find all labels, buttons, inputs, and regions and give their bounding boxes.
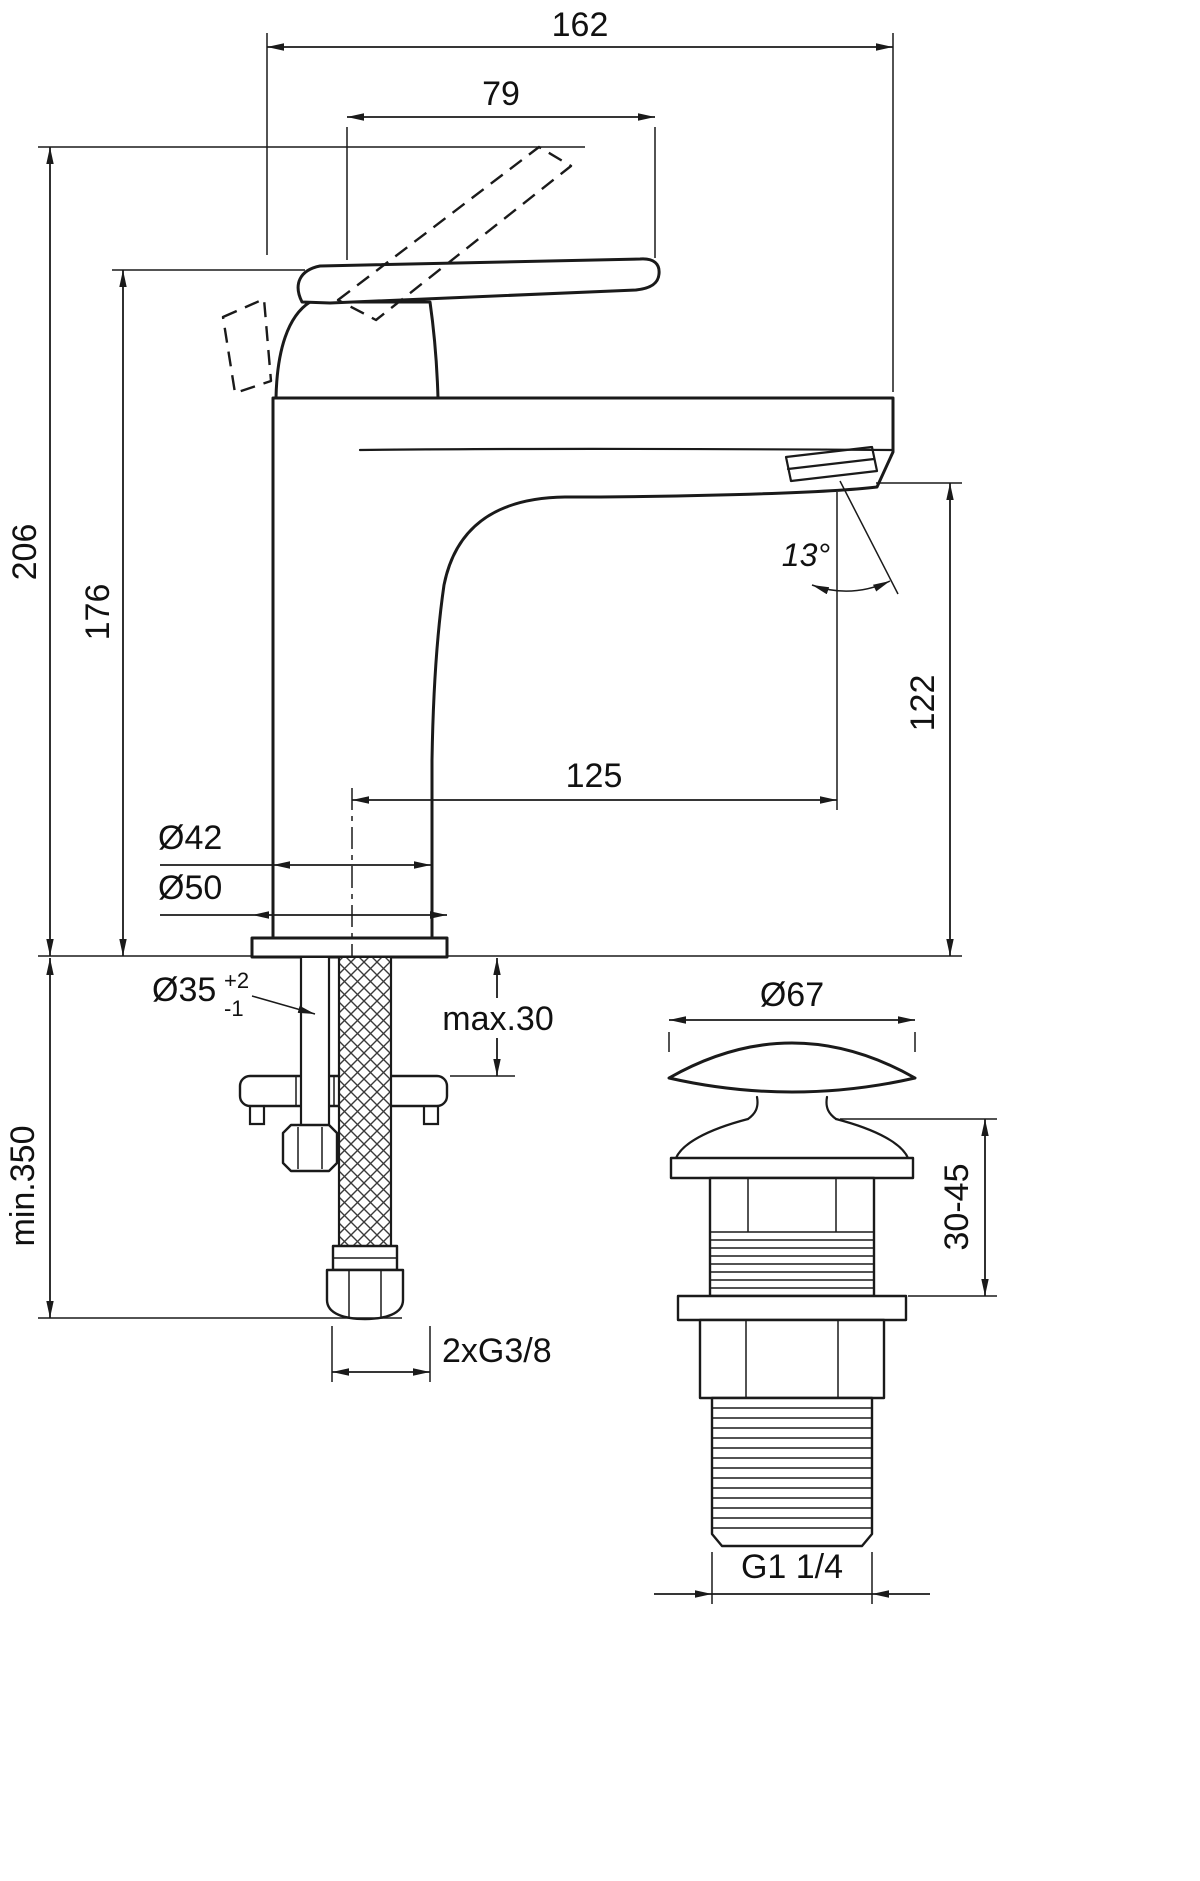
dim-body-diameter: Ø42 [158, 819, 431, 869]
waste-small-threads [710, 1239, 874, 1289]
dim-label-min350: min.350 [4, 1126, 42, 1247]
dim-label-d42: Ø42 [158, 819, 222, 857]
dim-height-body: 176 [79, 269, 305, 956]
spray-direction-line [839, 480, 899, 595]
waste-big-hex [698, 1318, 886, 1400]
base-plate-outline [250, 936, 449, 959]
dim-outlet-height: 122 [876, 482, 962, 956]
dim-label-125: 125 [566, 757, 623, 795]
spout-feature-line [358, 447, 895, 452]
dim-waste-thread: G1 1/4 [654, 1548, 930, 1604]
dim-label-176: 176 [79, 584, 117, 641]
stud-fill [301, 958, 329, 1125]
mounting-nut [281, 1123, 339, 1173]
faucet-neck-outline [274, 300, 440, 400]
waste-pipe [710, 1396, 874, 1548]
dim-label-30-45: 30-45 [938, 1164, 976, 1251]
dim-hole-diameter: Ø35 +2 -1 [152, 968, 316, 1021]
aerator-outlet [784, 445, 879, 483]
hole-leader-line [251, 995, 316, 1015]
dim-label-g114: G1 1/4 [741, 1548, 843, 1586]
mounting-hardware [238, 956, 449, 1173]
hose-braid [339, 958, 391, 1246]
waste-cap [667, 1041, 917, 1094]
dim-label-162: 162 [552, 6, 609, 44]
dim-label-d35-tol-plus: +2 [224, 968, 249, 993]
spray-angle-arc [811, 580, 891, 595]
dim-label-206: 206 [6, 524, 44, 581]
dim-label-max30: max.30 [442, 1000, 554, 1038]
faucet-lever-outline [296, 257, 661, 305]
dim-spout-reach: 125 [351, 492, 838, 958]
dim-hose-min-length: min.350 [4, 958, 402, 1319]
dim-label-79: 79 [482, 75, 520, 113]
dim-label-2xg38: 2xG3/8 [442, 1332, 552, 1370]
washer-slot-lines [295, 1076, 335, 1106]
faucet [250, 257, 895, 959]
phantom-lever-blade [336, 145, 573, 322]
waste-big-hex-facets [745, 1320, 839, 1398]
dim-label-d35-tol-minus: -1 [224, 996, 244, 1021]
dim-label-122: 122 [904, 675, 942, 732]
supply-hose [325, 956, 405, 1321]
waste-upper-flange [669, 1156, 915, 1180]
washer-tabs [248, 1104, 440, 1126]
hose-edges [337, 956, 393, 1248]
dim-label-d35: Ø35 [152, 971, 216, 1009]
waste-assembly [667, 1041, 917, 1548]
dim-spray-angle: 13° [782, 480, 899, 595]
waste-hex-facets [710, 1178, 874, 1233]
dim-height-raised: 206 [6, 146, 585, 956]
waste-pipe-threads [712, 1407, 872, 1529]
threaded-stud [299, 956, 331, 1127]
dim-waste-cap-diameter: Ø67 [668, 976, 916, 1052]
hose-end-nut [325, 1268, 405, 1321]
dim-label-13deg: 13° [782, 537, 831, 573]
mounting-nut-facets [297, 1127, 323, 1169]
dim-waste-deck-range: 30-45 [840, 1118, 997, 1297]
phantom-lever [221, 145, 573, 395]
dim-overall-length: 162 [266, 6, 894, 392]
dim-deck-thickness: max.30 [430, 958, 568, 1077]
dim-label-d50: Ø50 [158, 869, 222, 907]
hose-end-nut-facets [348, 1271, 382, 1317]
waste-hex-thread-body [708, 1176, 876, 1298]
waste-lower-flange [676, 1294, 908, 1322]
dim-lever-length: 79 [346, 75, 656, 260]
phantom-lever-rear [221, 297, 273, 395]
waste-waist [746, 1095, 838, 1121]
dim-base-diameter: Ø50 [158, 869, 447, 919]
dim-supply-thread: 2xG3/8 [331, 1326, 552, 1382]
waste-funnel [674, 1117, 910, 1160]
dim-label-d67: Ø67 [760, 976, 824, 1014]
